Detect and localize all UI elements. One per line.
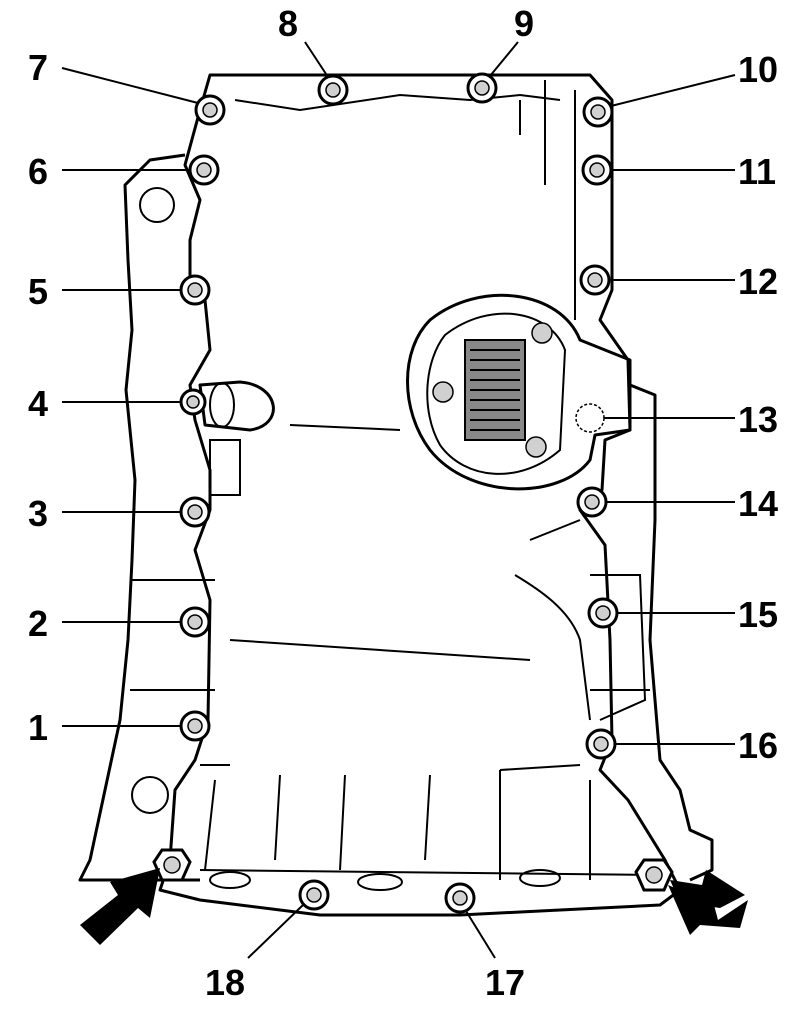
bolt-icon-15 bbox=[587, 597, 619, 629]
bolt-icon-17 bbox=[444, 882, 476, 914]
bolt-icon-10 bbox=[582, 96, 614, 128]
label-6: 6 bbox=[28, 151, 48, 192]
bolt-icon-14 bbox=[576, 486, 608, 518]
label-8: 8 bbox=[278, 3, 298, 44]
label-5: 5 bbox=[28, 271, 48, 312]
drain-plug-icon bbox=[198, 380, 275, 432]
label-18: 18 bbox=[205, 962, 245, 1003]
label-7: 7 bbox=[28, 47, 48, 88]
label-16: 16 bbox=[738, 725, 778, 766]
bolt-icon-11 bbox=[581, 154, 613, 186]
label-10: 10 bbox=[738, 49, 778, 90]
bolt-icon-9 bbox=[466, 72, 498, 104]
label-2: 2 bbox=[28, 603, 48, 644]
bolt-icon-7 bbox=[194, 94, 226, 126]
bolt-icon-16 bbox=[585, 728, 617, 760]
oil-pump-cover-icon bbox=[406, 293, 632, 491]
label-12: 12 bbox=[738, 261, 778, 302]
leader-lines bbox=[61, 41, 736, 959]
bolt-number-labels: 1 2 3 4 5 6 7 8 9 10 11 12 13 14 15 16 1… bbox=[28, 3, 778, 1003]
label-3: 3 bbox=[28, 493, 48, 534]
label-9: 9 bbox=[514, 3, 534, 44]
bolt-icon-18 bbox=[298, 879, 330, 911]
label-1: 1 bbox=[28, 707, 48, 748]
bolt-icon-12 bbox=[579, 264, 611, 296]
label-17: 17 bbox=[485, 962, 525, 1003]
bolt-icon-8 bbox=[317, 74, 349, 106]
bolt-icon-5 bbox=[179, 274, 211, 306]
bolts bbox=[152, 72, 674, 914]
oil-pan bbox=[158, 73, 682, 917]
label-4: 4 bbox=[28, 383, 48, 424]
label-13: 13 bbox=[738, 399, 778, 440]
bolt-icon-3 bbox=[179, 496, 211, 528]
bolt-icon-4 bbox=[179, 388, 207, 416]
bolt-icon-left-corner bbox=[152, 848, 192, 882]
arrow-icon-left bbox=[80, 868, 160, 945]
arrow-icon-right bbox=[668, 870, 748, 935]
bolt-icon-1 bbox=[179, 710, 211, 742]
label-14: 14 bbox=[738, 483, 778, 524]
engine-block-outline bbox=[78, 153, 714, 882]
bolt-icon-right-corner bbox=[634, 858, 674, 892]
bolt-icon-2 bbox=[179, 606, 211, 638]
label-15: 15 bbox=[738, 594, 778, 635]
bolt-icon-6 bbox=[188, 154, 220, 186]
label-11: 11 bbox=[738, 151, 776, 192]
